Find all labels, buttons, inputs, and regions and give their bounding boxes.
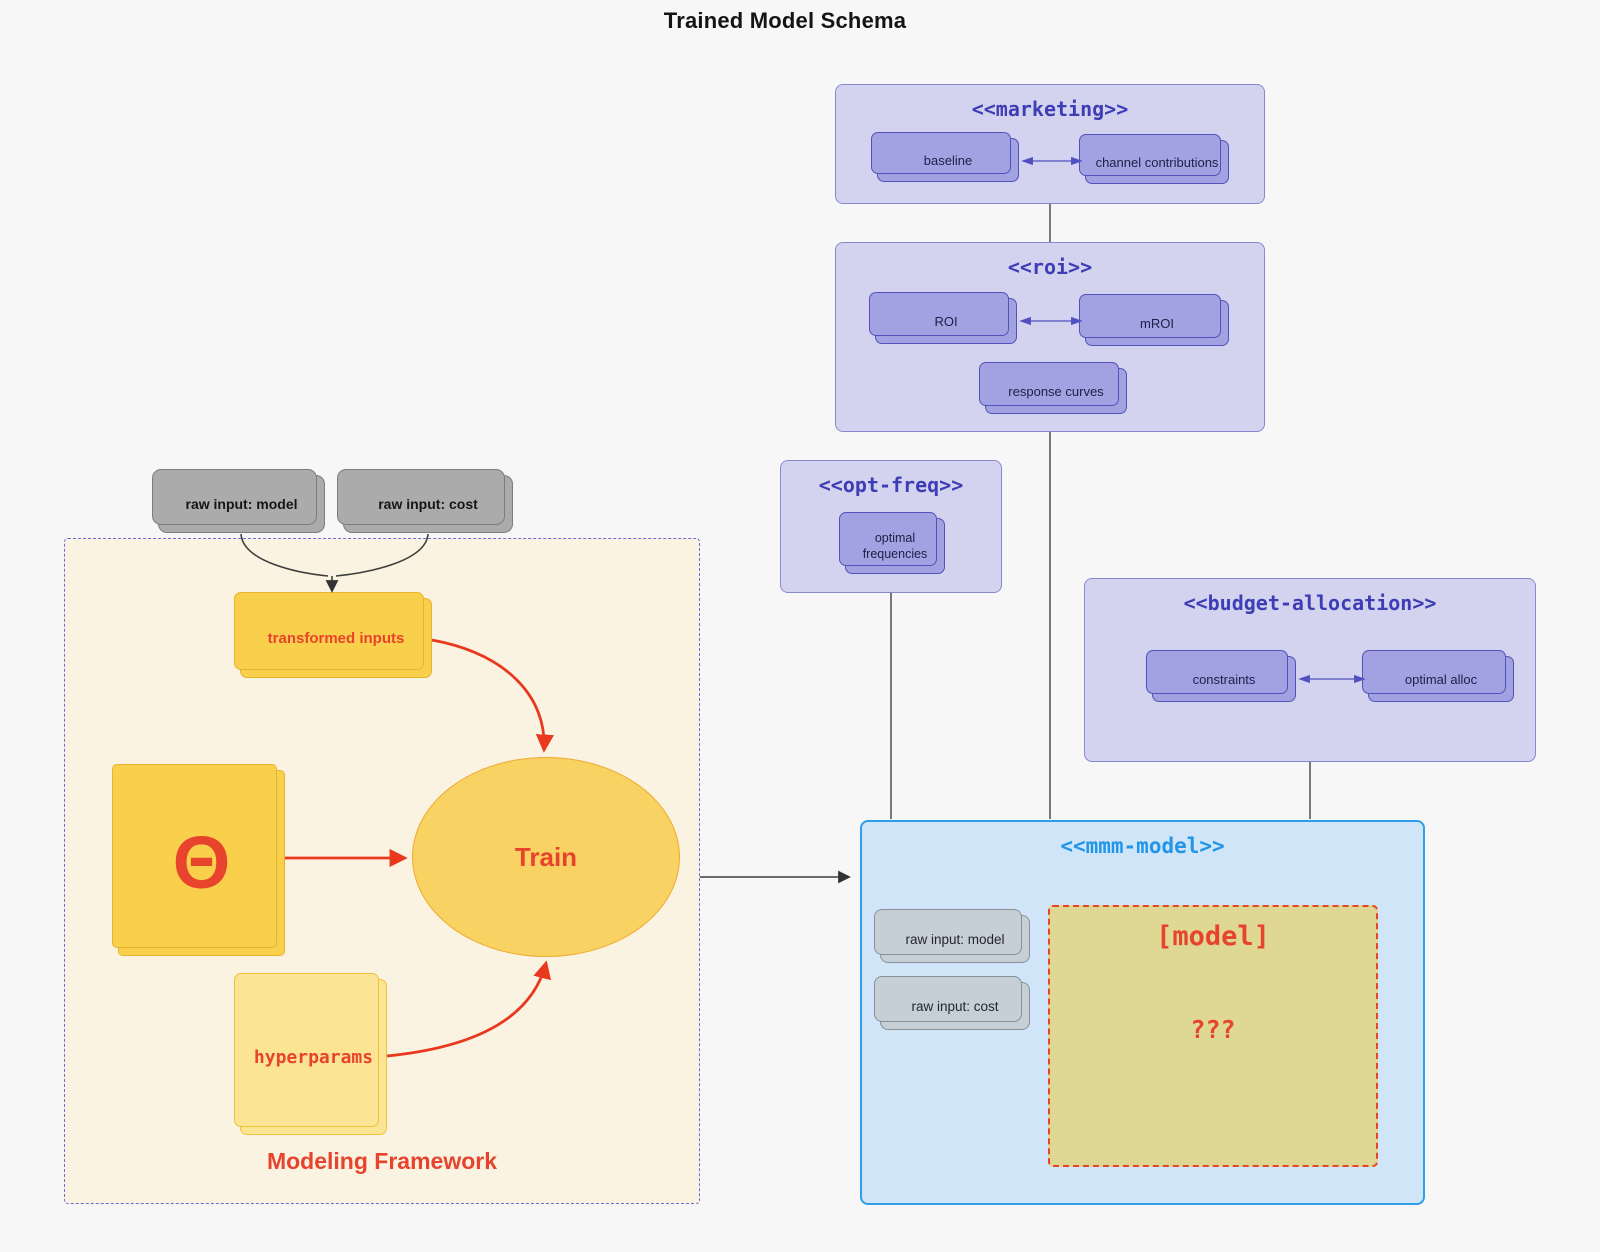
node-transformed-inputs: transformed inputs: [234, 592, 432, 678]
node-raw-input-model: raw input: model: [152, 469, 325, 533]
node-optimal-alloc: optimal alloc: [1362, 650, 1514, 702]
node-optimal-frequencies: optimal frequencies: [839, 512, 945, 574]
node-model-placeholder: [model] ???: [1048, 905, 1378, 1167]
group-opt-freq-title: <<opt-freq>>: [818, 473, 964, 497]
group-modeling-framework-label: Modeling Framework: [266, 1148, 498, 1174]
node-train: Train: [412, 757, 680, 957]
node-mmm-raw-input-cost: raw input: cost: [874, 976, 1030, 1030]
group-budget-allocation-title: <<budget-allocation>>: [1183, 591, 1437, 615]
group-mmm-model-title: <<mmm-model>>: [1060, 834, 1225, 858]
node-channel-contributions: channel contributions: [1079, 134, 1229, 184]
node-hyperparams: hyperparams: [234, 973, 387, 1135]
train-label: Train: [514, 841, 578, 872]
model-placeholder-title: [model]: [1156, 921, 1270, 952]
group-marketing-title: <<marketing>>: [971, 97, 1129, 121]
node-mmm-raw-input-model: raw input: model: [874, 909, 1030, 963]
theta-symbol: Θ: [172, 821, 231, 904]
model-placeholder-question: ???: [1190, 1015, 1236, 1044]
node-baseline: baseline: [871, 132, 1019, 182]
page-title: Trained Model Schema: [663, 8, 907, 33]
node-mroi: mROI: [1079, 294, 1229, 346]
node-theta: Θ: [112, 764, 285, 956]
node-constraints: constraints: [1146, 650, 1296, 702]
node-raw-input-cost: raw input: cost: [337, 469, 513, 533]
node-roi: ROI: [869, 292, 1017, 344]
node-response-curves: response curves: [979, 362, 1127, 414]
group-roi-title: <<roi>>: [1007, 255, 1093, 279]
